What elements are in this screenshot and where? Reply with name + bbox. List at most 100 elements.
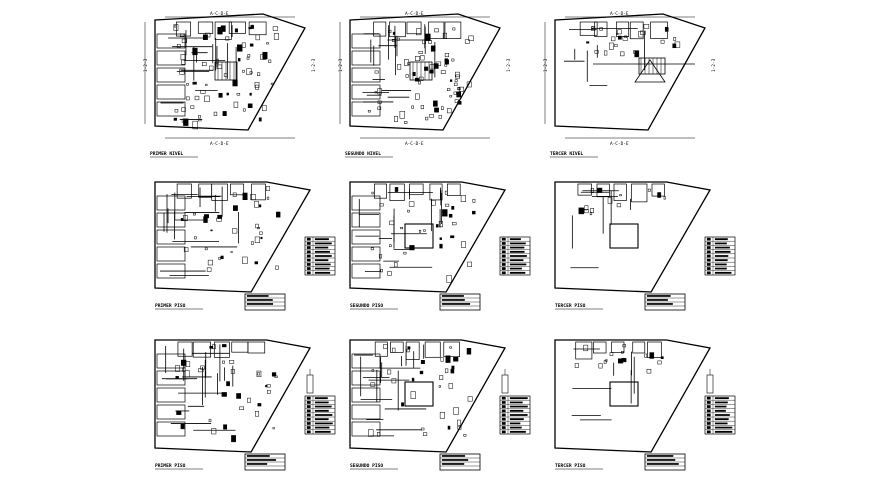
fixture [453, 91, 457, 95]
fixture [225, 36, 230, 41]
fixture [455, 74, 460, 80]
plan-caption: SEGUNDO PISO [350, 303, 383, 309]
fixture [410, 391, 416, 399]
fixture [663, 196, 666, 200]
legend-symbol [501, 413, 506, 417]
room [351, 195, 381, 211]
legend-text [509, 263, 527, 266]
legend-text [714, 409, 726, 412]
building-outline [154, 339, 312, 453]
legend-symbol [501, 409, 506, 413]
fixture [370, 382, 376, 387]
building-outline [349, 339, 507, 453]
room [575, 341, 593, 360]
fixture [449, 95, 453, 98]
legend-symbol [706, 422, 711, 425]
room [156, 387, 186, 403]
floor-plan-installations-a-level-3: TERCER PISO [554, 181, 736, 311]
fixture [605, 359, 608, 362]
fixture [439, 243, 443, 249]
fixture [377, 106, 382, 110]
fixture [415, 93, 420, 100]
fixture [204, 95, 210, 102]
fixture [220, 255, 224, 260]
fixture [423, 229, 426, 232]
floor-plan-installations-a-level-2: SEGUNDO PISO [349, 181, 531, 311]
legend-text [314, 409, 329, 412]
title-block-text [441, 459, 469, 461]
fixture [672, 43, 677, 49]
fixture [200, 365, 205, 370]
title-block-text [646, 455, 674, 457]
legend-text [509, 405, 528, 408]
legend-symbol [501, 426, 506, 429]
fixture [599, 27, 603, 31]
fixture [209, 65, 214, 71]
room [156, 370, 186, 386]
fixture [424, 66, 429, 71]
legend-symbol [306, 237, 311, 241]
legend-text [509, 246, 525, 249]
legend-text [509, 401, 523, 404]
fixture [420, 105, 424, 110]
fixture [239, 406, 244, 411]
fixture [257, 227, 260, 230]
fixture [433, 100, 438, 107]
fixture [452, 222, 457, 226]
room [613, 183, 627, 201]
fixture [455, 71, 460, 78]
fixture [217, 27, 223, 35]
legend-text [714, 267, 727, 270]
fixture [380, 269, 383, 273]
title-block-text [646, 299, 668, 301]
fixture [370, 247, 374, 251]
legend-text [314, 259, 329, 262]
legend-symbol [706, 271, 711, 275]
fixture [434, 28, 439, 33]
fixture [232, 79, 238, 87]
legend-table [304, 395, 336, 435]
stair-opening [634, 59, 666, 83]
fixture [445, 355, 451, 363]
building-outline [554, 13, 706, 131]
fixture [174, 25, 177, 28]
legend-text [314, 414, 333, 416]
fixture [268, 59, 272, 63]
fixture [603, 360, 607, 364]
fixture [446, 275, 452, 283]
legend-symbol [706, 401, 711, 404]
fixture [192, 47, 198, 56]
legend-symbol [306, 396, 311, 400]
axis-label-bottom: A-C-D-E [210, 141, 229, 147]
fixture [466, 81, 472, 88]
room [616, 21, 630, 37]
fixture [266, 42, 269, 45]
fixture [388, 29, 392, 33]
fixture [581, 210, 585, 212]
fixture [442, 32, 447, 39]
room [251, 183, 266, 201]
building-outline [554, 181, 712, 293]
fixture [222, 360, 225, 364]
fixture [180, 54, 187, 60]
room [156, 84, 186, 100]
fixture [459, 86, 464, 92]
fixture [272, 427, 275, 430]
legend-text [509, 238, 521, 241]
room [390, 341, 404, 353]
room [351, 387, 381, 403]
legend-text [714, 238, 728, 241]
legend-symbol [706, 258, 711, 262]
fixture [429, 114, 434, 118]
fixture [673, 37, 677, 41]
room [374, 341, 388, 357]
legend-symbol [306, 242, 311, 245]
fixture [181, 118, 185, 123]
room [447, 183, 461, 196]
legend-symbol [306, 405, 311, 408]
fixture [242, 192, 248, 201]
fixture [176, 410, 182, 415]
legend-text [714, 426, 733, 429]
fixture [181, 59, 186, 65]
